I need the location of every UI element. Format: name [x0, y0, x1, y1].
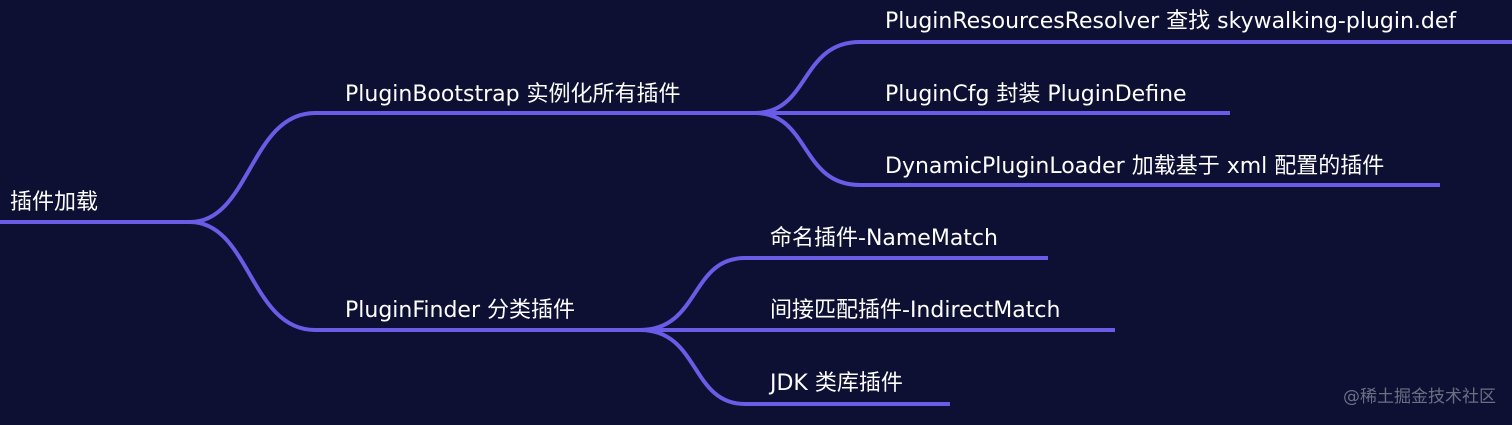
leaf-node-name-match: 命名插件-NameMatch [770, 226, 998, 251]
branch-node-plugin-finder: PluginFinder 分类插件 [345, 298, 575, 323]
edge-root-to-branch-2 [189, 220, 640, 332]
edge-root-to-branch-1 [189, 111, 755, 224]
leaf-node-plugin-cfg: PluginCfg 封装 PluginDefine [885, 82, 1187, 107]
root-node: 插件加载 [10, 190, 99, 215]
leaf-node-dynamic-plugin-loader: DynamicPluginLoader 加载基于 xml 配置的插件 [885, 154, 1385, 179]
leaf-node-plugin-resources-resolver: PluginResourcesResolver 查找 skywalking-pl… [885, 9, 1457, 34]
edge-branch-1-child-3 [754, 111, 1440, 187]
leaf-node-indirect-match: 间接匹配插件-IndirectMatch [770, 298, 1061, 323]
branch-node-plugin-bootstrap: PluginBootstrap 实例化所有插件 [345, 82, 681, 107]
edge-branch-2-child-1 [639, 256, 1048, 332]
leaf-node-jdk-library: JDK 类库插件 [770, 371, 903, 396]
edge-branch-2-child-3 [639, 328, 950, 406]
watermark: @稀土掘金技术社区 [1343, 387, 1496, 407]
edge-branch-1-child-1 [754, 40, 1512, 115]
